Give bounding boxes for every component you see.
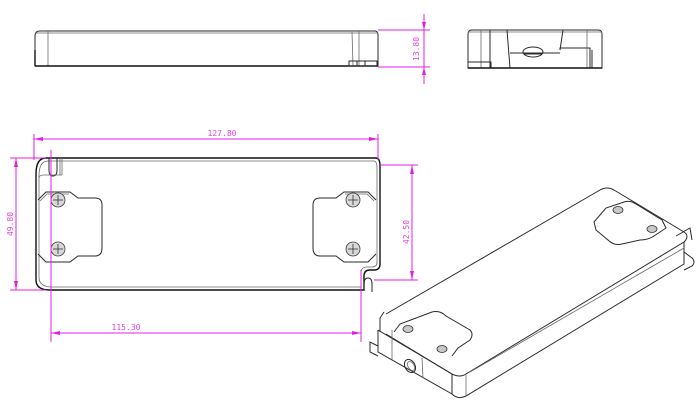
screw-icon <box>50 241 66 257</box>
overall-length-value: 127.80 <box>208 129 237 138</box>
dimension-overall-length: 127.80 <box>33 129 379 160</box>
top-view <box>35 157 381 292</box>
end-view <box>467 29 603 69</box>
overall-width-value: 49.80 <box>6 212 15 236</box>
dimension-height: 13.80 <box>378 14 430 84</box>
height-value: 13.80 <box>412 37 421 61</box>
dimension-body-width: 42.50 <box>374 164 418 281</box>
mounting-hole-icon <box>436 345 448 353</box>
screw-icon <box>345 192 361 208</box>
mounting-hole-icon <box>646 225 658 233</box>
screw-icon <box>50 192 66 208</box>
mounting-hole-icon <box>612 206 624 214</box>
cable-entry-icon <box>403 358 417 374</box>
dimension-overall-width: 49.80 <box>6 157 46 291</box>
screw-icon <box>345 241 361 257</box>
dimension-mounting-spacing: 115.30 <box>50 150 362 342</box>
side-view <box>34 30 379 67</box>
mounting-spacing-value: 115.30 <box>112 323 141 332</box>
mounting-hole-icon <box>402 325 414 333</box>
body-width-value: 42.50 <box>402 220 411 244</box>
isometric-view <box>369 187 695 399</box>
